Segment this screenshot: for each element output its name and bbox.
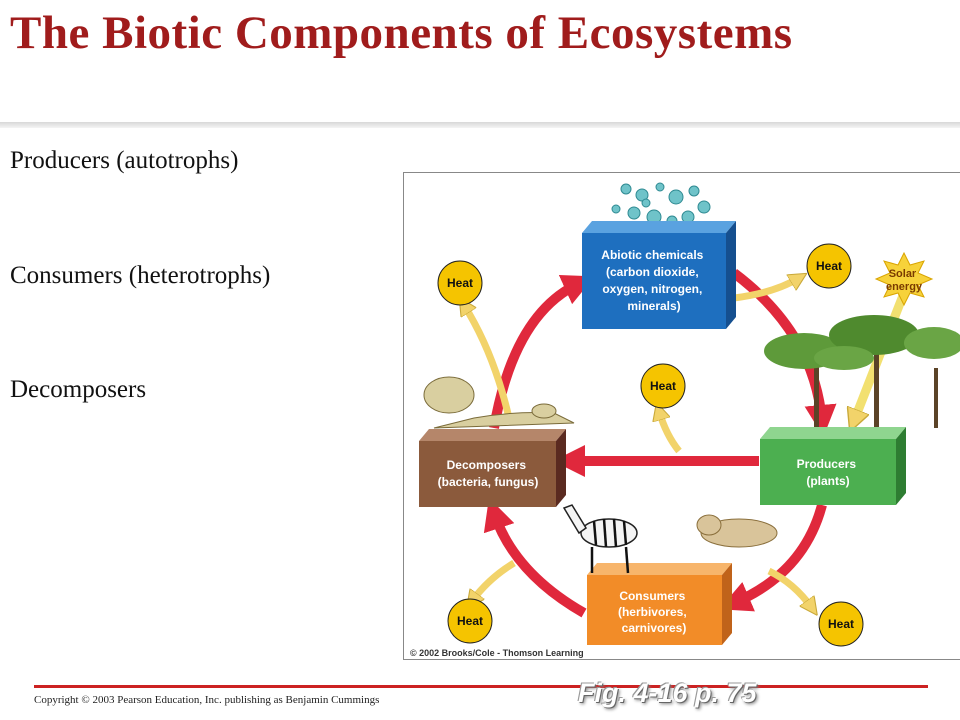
slide-title: The Biotic Components of Ecosystems bbox=[10, 7, 793, 59]
heat-circle-bottomright: Heat bbox=[818, 601, 864, 647]
heat-label: Heat bbox=[828, 617, 854, 631]
heat-label: Heat bbox=[650, 379, 676, 393]
heat-label: Heat bbox=[457, 614, 483, 628]
bullet-producers: Producers (autotrophs) bbox=[10, 147, 239, 174]
heat-circle-center: Heat bbox=[640, 363, 686, 409]
animal-remains-icon bbox=[423, 376, 575, 429]
heat-circles: Heat Heat Heat Heat Heat bbox=[437, 243, 864, 647]
abiotic-line-4: minerals) bbox=[627, 299, 680, 313]
arrow-decomposers-to-abiotic bbox=[489, 275, 595, 429]
figure-reference: Fig. 4-16 p. 75 bbox=[578, 678, 757, 708]
heat-label: Heat bbox=[816, 259, 842, 273]
figure-credit: © 2002 Brooks/Cole - Thomson Learning bbox=[410, 648, 584, 658]
producers-label: Producers bbox=[797, 457, 857, 471]
svg-text:Solar energy: Solar energy bbox=[886, 268, 923, 293]
copyright-text: Copyright © 2003 Pearson Education, Inc.… bbox=[34, 694, 380, 706]
abiotic-label: Abiotic chemicals bbox=[601, 248, 703, 262]
chemical-bubbles-icon bbox=[611, 182, 711, 227]
solar-line-2: energy bbox=[886, 281, 923, 293]
consumers-box: Consumers (herbivores, carnivores) bbox=[587, 563, 732, 645]
abiotic-line-3: oxygen, nitrogen, bbox=[602, 282, 702, 296]
ecosystem-cycle-figure: Abiotic chemicals (carbon dioxide, oxyge… bbox=[403, 172, 960, 660]
svg-text:Consumers (herbivores,: Consumers (herbivores, carnivores) bbox=[618, 589, 690, 635]
consumers-label: Consumers bbox=[619, 589, 685, 603]
consumers-line-3: carnivores) bbox=[622, 621, 687, 635]
solar-label: Solar bbox=[889, 268, 917, 280]
abiotic-chemicals-box: Abiotic chemicals (carbon dioxide, oxyge… bbox=[582, 221, 736, 329]
decomposers-box: Decomposers (bacteria, fungus) bbox=[419, 429, 566, 507]
tree-illustration-icon bbox=[764, 315, 960, 433]
bullet-consumers: Consumers (heterotrophs) bbox=[10, 262, 271, 289]
producers-box: Producers (plants) bbox=[760, 427, 906, 505]
abiotic-line-2: (carbon dioxide, bbox=[606, 265, 699, 279]
zebra-icon bbox=[562, 504, 638, 574]
svg-text:Abiotic chemicals (carbo: Abiotic chemicals (carbon dioxide, oxyge… bbox=[601, 248, 706, 313]
footer-divider bbox=[34, 685, 928, 688]
heat-circle-topleft: Heat bbox=[437, 260, 483, 306]
heat-circle-topright: Heat bbox=[806, 243, 852, 289]
heat-arrows bbox=[464, 278, 812, 608]
bullet-decomposers: Decomposers bbox=[10, 376, 147, 403]
title-divider bbox=[0, 122, 960, 128]
lion-icon bbox=[696, 514, 778, 548]
decomposers-line-2: (bacteria, fungus) bbox=[438, 475, 539, 489]
producers-line-2: (plants) bbox=[806, 474, 849, 488]
decomposers-label: Decomposers bbox=[447, 458, 527, 472]
arrow-consumers-to-decomposers bbox=[483, 497, 587, 618]
consumers-line-2: (herbivores, bbox=[618, 605, 687, 619]
sun-icon: Solar energy bbox=[874, 251, 934, 307]
svg-text:Decomposers (bacteria, f: Decomposers (bacteria, fungus) bbox=[438, 458, 539, 489]
heat-circle-bottomleft: Heat bbox=[447, 598, 493, 644]
heat-label: Heat bbox=[447, 276, 473, 290]
arrow-producers-to-consumers bbox=[719, 503, 827, 612]
svg-text:Producers (plants): Producers (plants) bbox=[797, 457, 860, 488]
